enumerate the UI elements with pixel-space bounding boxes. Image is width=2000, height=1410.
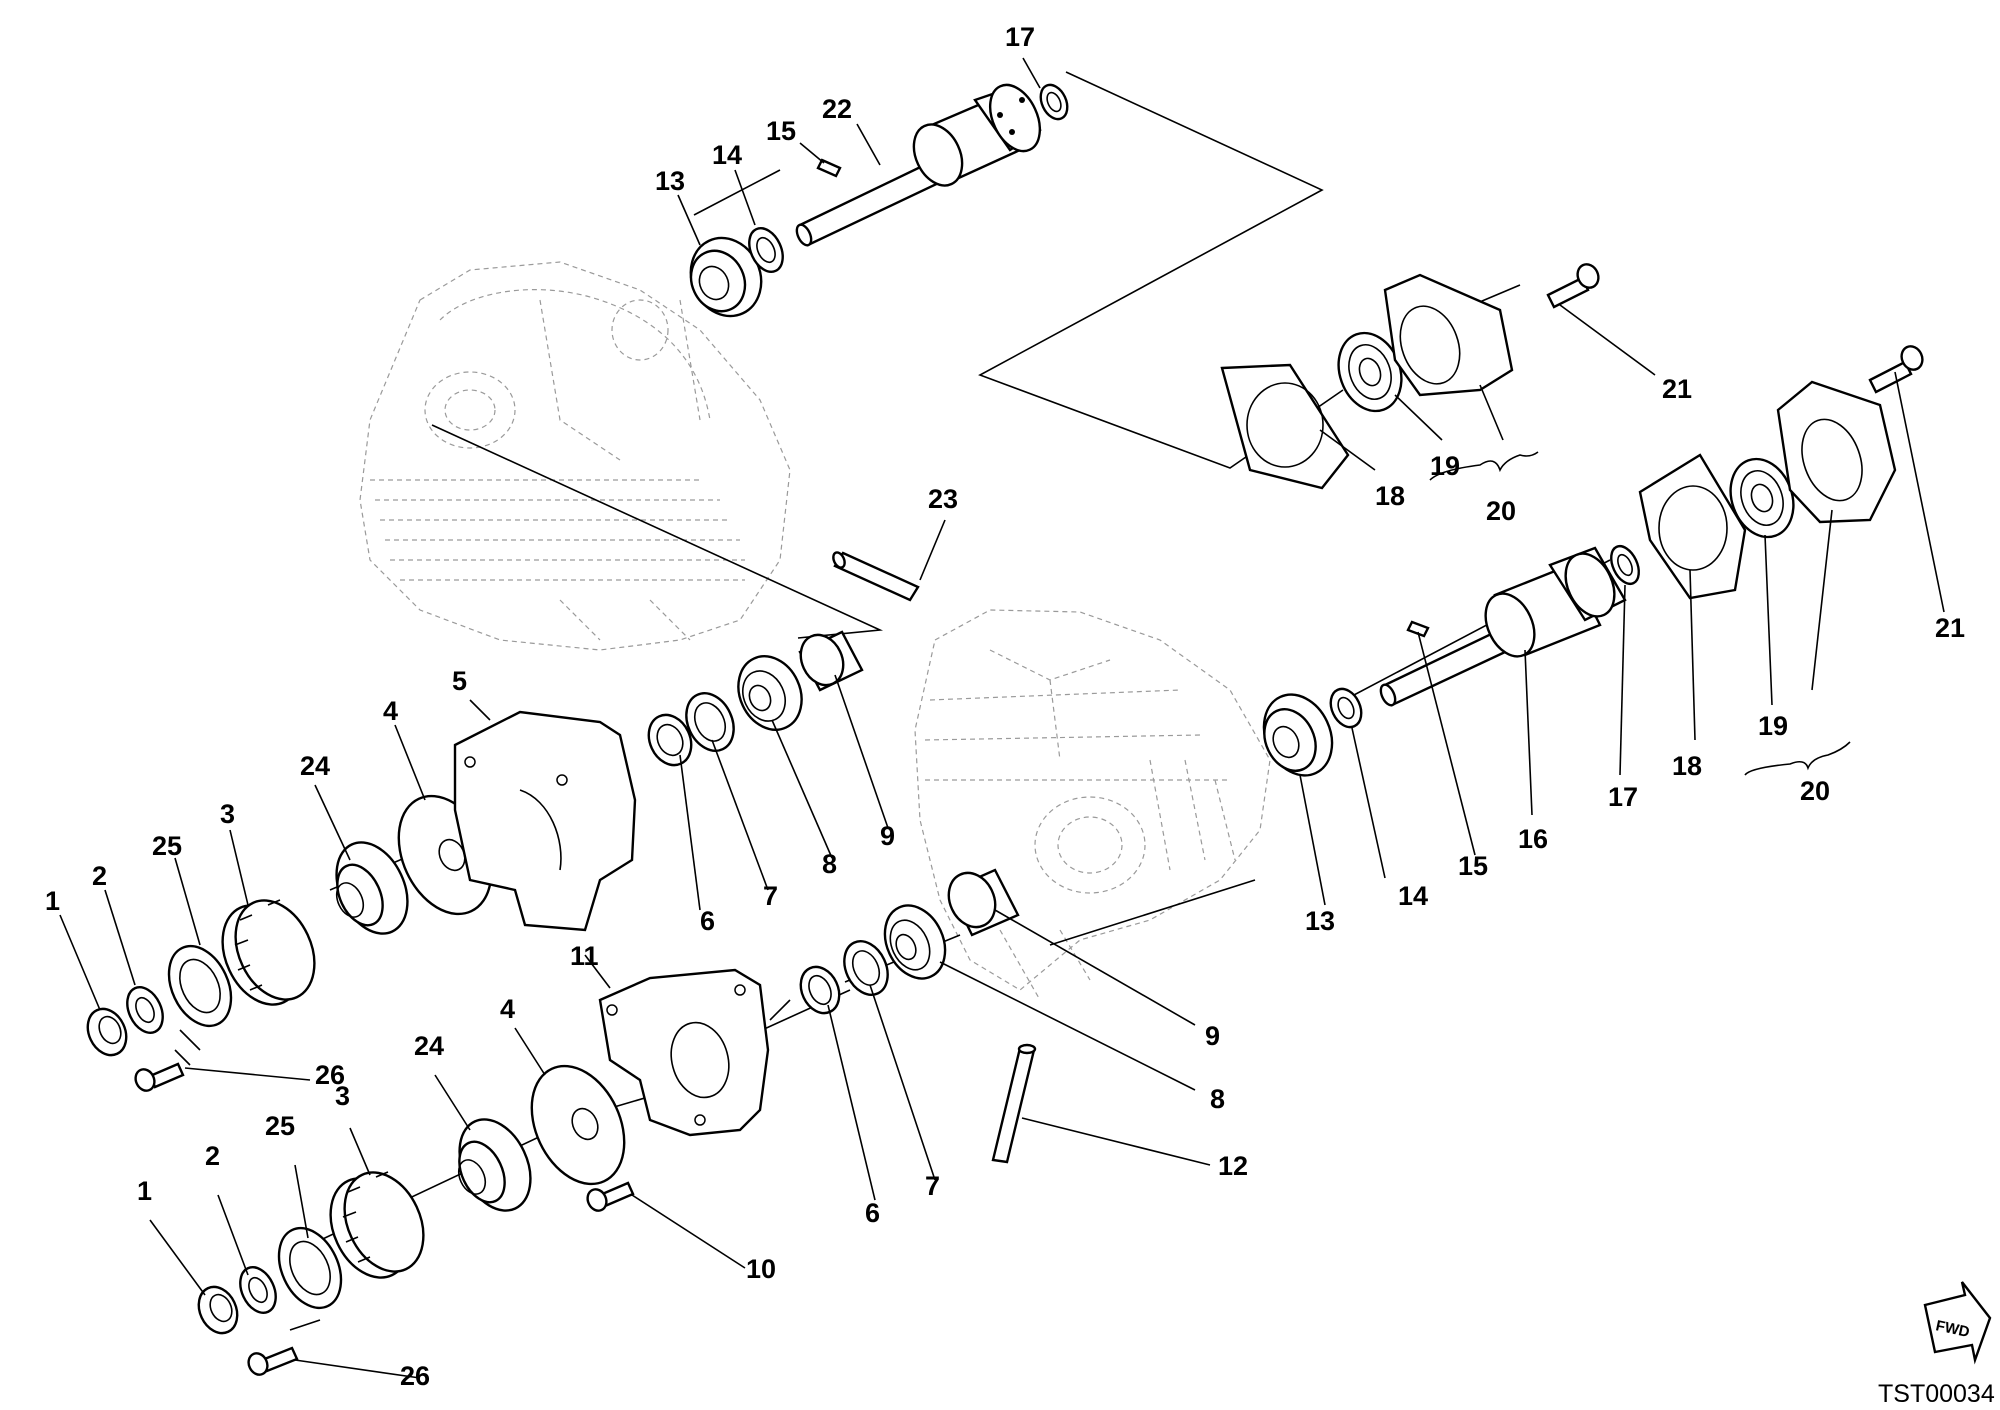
fwd-arrow: FWD [1923,1281,1992,1365]
callout-14: 14 [1398,881,1428,911]
callout-12: 12 [1218,1151,1248,1181]
callout-16: 16 [1518,824,1548,854]
bolt-21-upper [1546,263,1600,309]
bushing-9-upper [798,630,864,692]
callout-17: 17 [1608,782,1638,812]
callout-22: 22 [822,94,852,124]
callout-17: 17 [1005,22,1035,52]
key-15-right [1406,620,1430,638]
nut-1-upper [86,1007,128,1057]
washer-17-right [1610,544,1640,586]
callout-9: 9 [880,821,895,851]
engine-outline-upper [359,261,791,651]
hub-24-lower [457,1118,532,1212]
bearing-8-upper [737,655,803,731]
key-15-upper [816,158,842,178]
callout-13: 13 [655,166,685,196]
sprocket-3-lower [329,1171,425,1279]
callout-3: 3 [335,1081,350,1111]
screw-26-lower [247,1346,299,1376]
callout-20: 20 [1800,776,1830,806]
callout-13: 13 [1305,906,1335,936]
callout-19: 19 [1758,711,1788,741]
callout-7: 7 [763,881,778,911]
pin-23 [832,551,920,602]
pin-12 [991,1043,1037,1164]
callout-8: 8 [822,849,837,879]
plate-25-upper [167,944,233,1028]
bearing-19-upper [1337,331,1403,413]
washer-2-upper [126,986,164,1034]
ring-7-upper [685,692,735,752]
nut-1-lower [197,1285,239,1335]
hub-24-upper [335,841,409,935]
callout-18: 18 [1375,481,1405,511]
callout-15: 15 [766,116,796,146]
washer-2-lower [239,1266,277,1314]
ring-7-lower [843,940,889,996]
housing-20-right [1776,380,1897,524]
callout-1: 1 [45,886,60,916]
camshaft-16 [1379,546,1627,707]
callout-25: 25 [152,831,182,861]
camshaft-22 [795,83,1042,247]
callout-3: 3 [220,799,235,829]
callout-4: 4 [500,994,515,1024]
callout-19: 19 [1430,451,1460,481]
bearing-13-upper [689,236,763,318]
disc-4-lower [530,1064,626,1186]
callout-8: 8 [1210,1084,1225,1114]
callout-26: 26 [400,1361,430,1391]
seal-6-upper [647,713,693,767]
callout-21: 21 [1935,613,1965,643]
callout-24: 24 [414,1031,444,1061]
callout-25: 25 [265,1111,295,1141]
housing-20-upper [1383,273,1514,397]
callout-9: 9 [1205,1021,1220,1051]
callout-23: 23 [928,484,958,514]
washer-14-right [1329,687,1363,729]
callout-26: 26 [315,1060,345,1090]
seal-6-lower [799,965,841,1015]
callout-1: 1 [137,1176,152,1206]
leader-lines [59,57,1945,1379]
sprocket-3-upper [221,899,316,1006]
callout-4: 4 [383,696,398,726]
callout-2: 2 [205,1141,220,1171]
callout-11: 11 [570,941,599,971]
callout-20: 20 [1486,496,1516,526]
screw-10 [586,1181,635,1212]
callout-24: 24 [300,751,330,781]
engine-outline-lower [914,609,1271,1001]
bushing-9-lower [947,868,1020,937]
callout-21: 21 [1662,374,1692,404]
callout-14: 14 [712,140,742,170]
washer-17-upper [1039,83,1069,121]
callout-5: 5 [452,666,467,696]
callout-6: 6 [700,906,715,936]
callout-10: 10 [746,1254,776,1284]
gasket-18-upper [1220,363,1350,490]
gasket-18-right [1638,453,1747,600]
callout-2: 2 [92,861,107,891]
cover-5 [453,710,637,932]
callout-18: 18 [1672,751,1702,781]
cover-11 [598,968,770,1137]
callout-7: 7 [925,1171,940,1201]
fwd-label: FWD [1934,1317,1971,1341]
assembly-axes [174,71,1881,1331]
callout-15: 15 [1458,851,1488,881]
bearing-13-right [1262,693,1334,777]
bearing-8-lower [883,904,947,980]
screw-26-upper [134,1062,185,1092]
callout-labels: 17 22 15 14 13 21 18 19 20 21 23 5 4 24 … [45,22,1965,1391]
washer-14-upper [748,227,784,273]
bolt-21-right [1868,345,1924,394]
plate-25-lower [277,1226,343,1310]
drawing-code: TST00034 [1878,1380,1995,1408]
callout-6: 6 [865,1198,880,1228]
